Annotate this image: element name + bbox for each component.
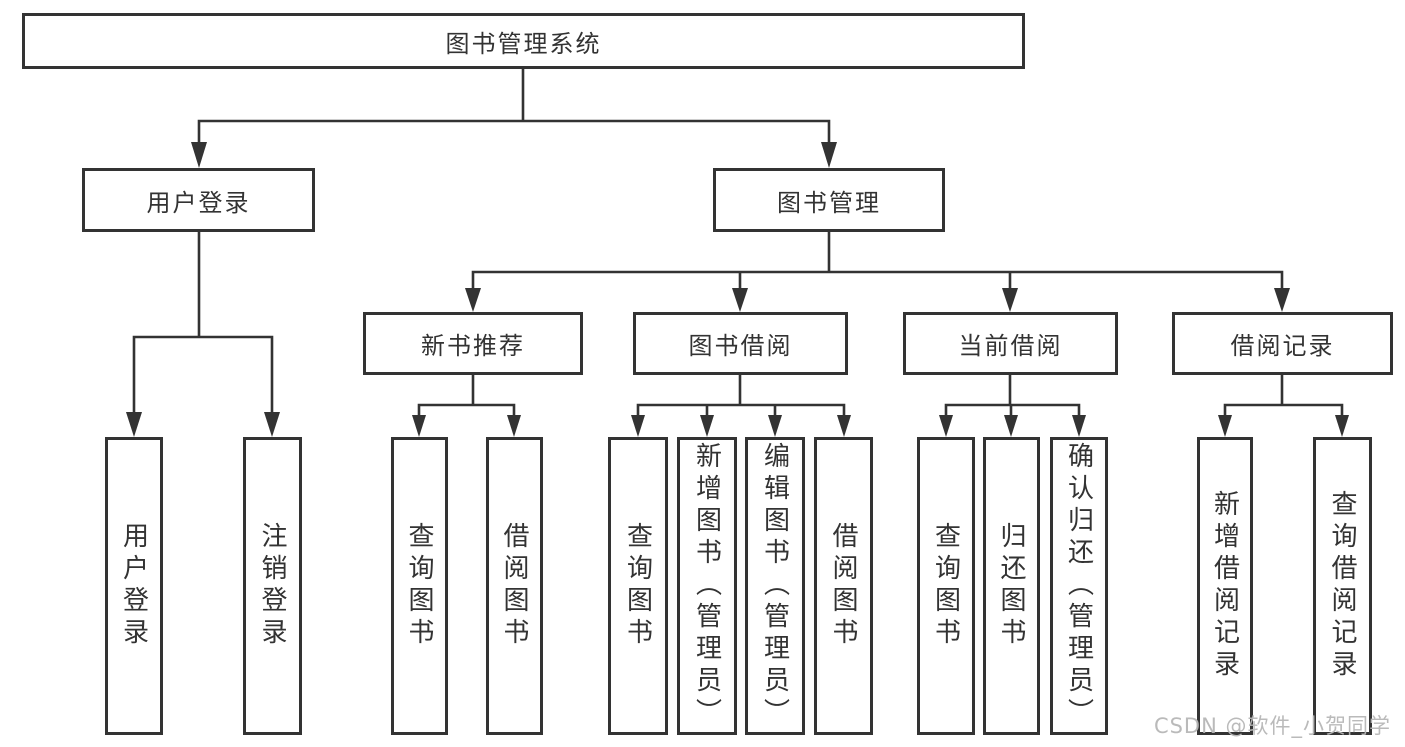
node-borrow-books-recommend: 借阅图书 <box>486 437 543 735</box>
arrowhead-icons <box>126 142 1349 437</box>
node-edit-book-admin: 编辑图书（管理员） <box>745 437 805 735</box>
node-confirm-return-admin: 确认归还（管理员） <box>1050 437 1108 735</box>
node-query-books-borrow: 查询图书 <box>608 437 668 735</box>
node-user-login-group: 用户登录 <box>82 168 315 232</box>
node-book-management: 图书管理 <box>713 168 945 232</box>
node-query-borrow-record: 查询借阅记录 <box>1313 437 1372 735</box>
node-book-borrow: 图书借阅 <box>633 312 848 375</box>
node-user-login: 用户登录 <box>105 437 163 735</box>
node-add-book-admin: 新增图书（管理员） <box>677 437 737 735</box>
node-add-borrow-record: 新增借阅记录 <box>1197 437 1253 735</box>
node-logout: 注销登录 <box>243 437 302 735</box>
node-new-book-recommend: 新书推荐 <box>363 312 583 375</box>
node-query-books-recommend: 查询图书 <box>391 437 448 735</box>
node-borrow-records: 借阅记录 <box>1172 312 1393 375</box>
node-current-borrow: 当前借阅 <box>903 312 1118 375</box>
node-library-management-system: 图书管理系统 <box>22 13 1025 69</box>
csdn-watermark: CSDN @软件_小贺同学 <box>1153 714 1391 738</box>
node-query-books-current: 查询图书 <box>917 437 975 735</box>
node-borrow-books: 借阅图书 <box>814 437 873 735</box>
node-return-books: 归还图书 <box>983 437 1040 735</box>
